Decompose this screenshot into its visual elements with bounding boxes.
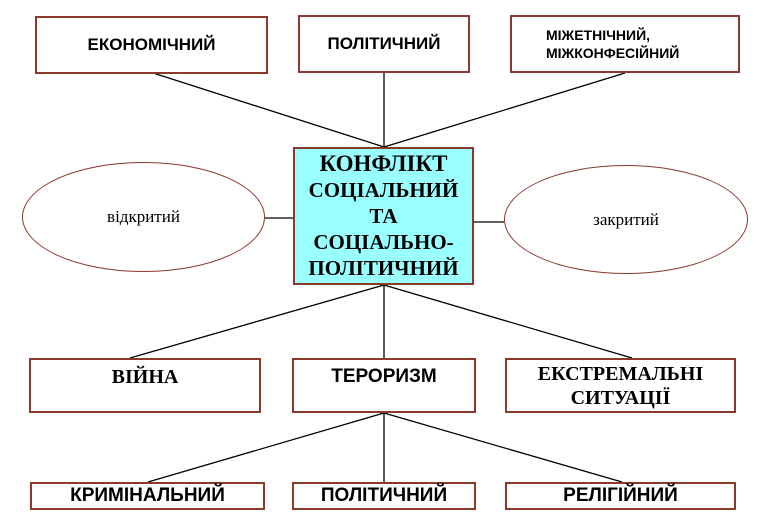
interethnic-label-line1: МІЖЕТНІЧНИЙ, [546,27,651,43]
economic-label: ЕКОНОМІЧНИЙ [87,35,216,54]
terrorism-label: ТЕРОРИЗМ [331,366,437,387]
economic-box: ЕКОНОМІЧНИЙ [35,16,268,74]
conflict-center-box: КОНФЛІКТ СОЦІАЛЬНИЙ ТА СОЦІАЛЬНО- ПОЛІТИ… [293,147,474,285]
center-line-political: ПОЛІТИЧНИЙ [308,256,459,280]
line-economic-to-center [149,71,385,148]
interethnic-label-line2: МІЖКОНФЕСІЙНИЙ [546,45,680,61]
religious-label: РЕЛІГІЙНИЙ [563,485,678,506]
extreme-box: ЕКСТРЕМАЛЬНІ СИТУАЦІЇ [505,358,736,413]
open-label: відкритий [107,207,180,226]
line-terrorism-to-criminal [147,412,385,483]
center-line-socio: СОЦІАЛЬНО- [313,230,454,254]
war-label: ВІЙНА [111,366,179,388]
criminal-label: КРИМІНАЛЬНИЙ [70,485,225,506]
line-terrorism-to-religious [383,412,623,483]
line-center-to-war [129,284,385,359]
extreme-label-line1: ЕКСТРЕМАЛЬНІ [537,362,704,385]
religious-box: РЕЛІГІЙНИЙ [505,482,736,510]
center-line-social: СОЦІАЛЬНИЙ [308,178,459,202]
center-title: КОНФЛІКТ [319,151,448,176]
war-box: ВІЙНА [29,358,261,413]
line-center-to-extreme [383,284,633,359]
criminal-box: КРИМІНАЛЬНИЙ [30,482,265,510]
political-bottom-label: ПОЛІТИЧНИЙ [320,485,448,506]
closed-label: закритий [593,209,659,229]
terrorism-box: ТЕРОРИЗМ [292,358,476,413]
political-top-box: ПОЛІТИЧНИЙ [298,15,470,73]
political-top-label: ПОЛІТИЧНИЙ [327,34,441,53]
line-interethnic-to-center [383,72,626,148]
open-ellipse: відкритий [22,162,265,272]
closed-ellipse: закритий [504,165,748,274]
center-line-and: ТА [369,204,398,228]
extreme-label-line2: СИТУАЦІЇ [570,386,671,409]
interethnic-box: МІЖЕТНІЧНИЙ, МІЖКОНФЕСІЙНИЙ [510,15,740,73]
political-bottom-box: ПОЛІТИЧНИЙ [292,482,476,510]
